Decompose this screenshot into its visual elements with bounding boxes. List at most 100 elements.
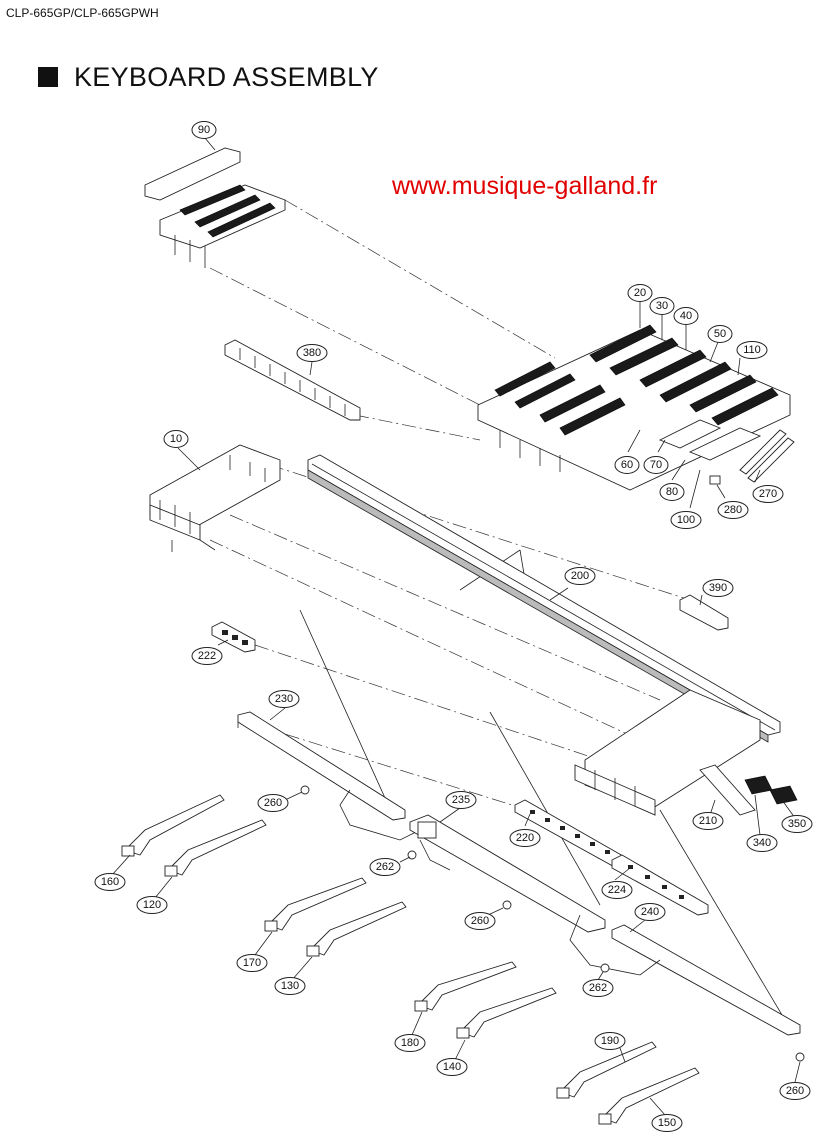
callout-10: 10 xyxy=(163,430,189,448)
callout-50: 50 xyxy=(707,325,733,343)
callout-20: 20 xyxy=(627,284,653,302)
svg-text:30: 30 xyxy=(656,300,668,312)
svg-text:40: 40 xyxy=(680,310,692,322)
svg-text:350: 350 xyxy=(788,818,806,830)
callout-200: 200 xyxy=(564,567,596,585)
svg-text:260: 260 xyxy=(471,915,489,927)
svg-text:262: 262 xyxy=(589,982,607,994)
svg-text:170: 170 xyxy=(243,957,261,969)
svg-text:380: 380 xyxy=(303,347,321,359)
callout-80: 80 xyxy=(659,483,685,501)
key-holder-strip-380 xyxy=(224,339,361,421)
keyboard-end-block xyxy=(144,147,286,268)
callout-90: 90 xyxy=(191,121,217,139)
svg-text:90: 90 xyxy=(198,124,210,136)
key-frame-right xyxy=(574,689,798,816)
svg-text:224: 224 xyxy=(608,884,626,896)
callout-170: 170 xyxy=(236,954,268,972)
svg-text:190: 190 xyxy=(601,1035,619,1047)
callout-100: 100 xyxy=(670,511,702,529)
pcb-board-240 xyxy=(569,914,801,1036)
callout-350: 350 xyxy=(781,815,813,833)
callout-280: 280 xyxy=(717,501,749,519)
callout-110: 110 xyxy=(736,341,768,359)
assembly-lines xyxy=(209,199,786,1021)
svg-text:280: 280 xyxy=(724,504,742,516)
keys-group xyxy=(477,324,791,491)
svg-text:50: 50 xyxy=(714,328,726,340)
svg-text:390: 390 xyxy=(709,582,727,594)
svg-text:235: 235 xyxy=(452,794,470,806)
svg-text:150: 150 xyxy=(658,1117,676,1129)
pcb-board-235 xyxy=(409,814,606,933)
svg-text:20: 20 xyxy=(634,287,646,299)
hammer-160 xyxy=(121,794,225,857)
callout-130: 130 xyxy=(274,977,306,995)
svg-text:222: 222 xyxy=(198,650,216,662)
svg-text:230: 230 xyxy=(275,693,293,705)
long-rail-200 xyxy=(307,454,781,743)
website-watermark: www.musique-galland.fr xyxy=(392,172,658,200)
svg-text:262: 262 xyxy=(376,861,394,873)
svg-text:110: 110 xyxy=(743,344,761,356)
hammer-140 xyxy=(456,987,557,1039)
callout-224: 224 xyxy=(601,881,633,899)
callout-260-b: 260 xyxy=(464,912,496,930)
screws xyxy=(300,785,805,1062)
svg-text:270: 270 xyxy=(759,488,777,500)
callout-180: 180 xyxy=(394,1034,426,1052)
small-pcb-222 xyxy=(211,621,256,653)
hammers xyxy=(121,794,700,1125)
hammer-120 xyxy=(164,819,267,877)
hammer-190 xyxy=(556,1041,657,1099)
callout-262-a: 262 xyxy=(369,858,401,876)
small-holder-390 xyxy=(679,594,729,631)
key-frame-left xyxy=(149,444,281,552)
svg-text:100: 100 xyxy=(677,514,695,526)
svg-text:200: 200 xyxy=(571,570,589,582)
svg-text:70: 70 xyxy=(650,459,662,471)
hammer-180 xyxy=(414,961,517,1012)
svg-text:120: 120 xyxy=(143,899,161,911)
callouts: 90 20 30 40 50 110 380 60 70 80 270 280 … xyxy=(94,121,813,1132)
svg-text:260: 260 xyxy=(264,797,282,809)
svg-text:180: 180 xyxy=(401,1037,419,1049)
callout-140: 140 xyxy=(436,1058,468,1076)
callout-260-a: 260 xyxy=(257,794,289,812)
callout-70: 70 xyxy=(643,456,669,474)
pcb-board-230 xyxy=(237,711,421,841)
svg-text:140: 140 xyxy=(443,1061,461,1073)
svg-text:260: 260 xyxy=(786,1085,804,1097)
leader-lines xyxy=(111,137,801,1116)
svg-text:60: 60 xyxy=(621,459,633,471)
title-square-bullet xyxy=(38,67,58,87)
callout-60: 60 xyxy=(614,456,640,474)
callout-270: 270 xyxy=(752,485,784,503)
small-part-280 xyxy=(709,475,721,485)
svg-text:210: 210 xyxy=(699,815,717,827)
svg-text:220: 220 xyxy=(516,832,534,844)
hammer-150 xyxy=(598,1067,700,1125)
callout-380: 380 xyxy=(296,344,328,362)
svg-text:80: 80 xyxy=(666,486,678,498)
callout-235: 235 xyxy=(445,791,477,809)
svg-text:10: 10 xyxy=(170,433,182,445)
title-text: KEYBOARD ASSEMBLY xyxy=(74,62,379,92)
svg-text:130: 130 xyxy=(281,980,299,992)
callout-30: 30 xyxy=(649,297,675,315)
model-number: CLP-665GP/CLP-665GPWH xyxy=(6,6,159,20)
hammer-130 xyxy=(306,901,407,957)
pcb-strip-224 xyxy=(611,854,709,916)
callout-210: 210 xyxy=(692,812,724,830)
callout-230: 230 xyxy=(268,690,300,708)
hammer-170 xyxy=(264,877,367,932)
callout-340: 340 xyxy=(746,834,778,852)
callout-220: 220 xyxy=(509,829,541,847)
svg-text:340: 340 xyxy=(753,837,771,849)
svg-text:160: 160 xyxy=(101,876,119,888)
svg-text:240: 240 xyxy=(641,906,659,918)
callout-260-c: 260 xyxy=(779,1082,811,1100)
callout-262-b: 262 xyxy=(582,979,614,997)
callout-240: 240 xyxy=(634,903,666,921)
